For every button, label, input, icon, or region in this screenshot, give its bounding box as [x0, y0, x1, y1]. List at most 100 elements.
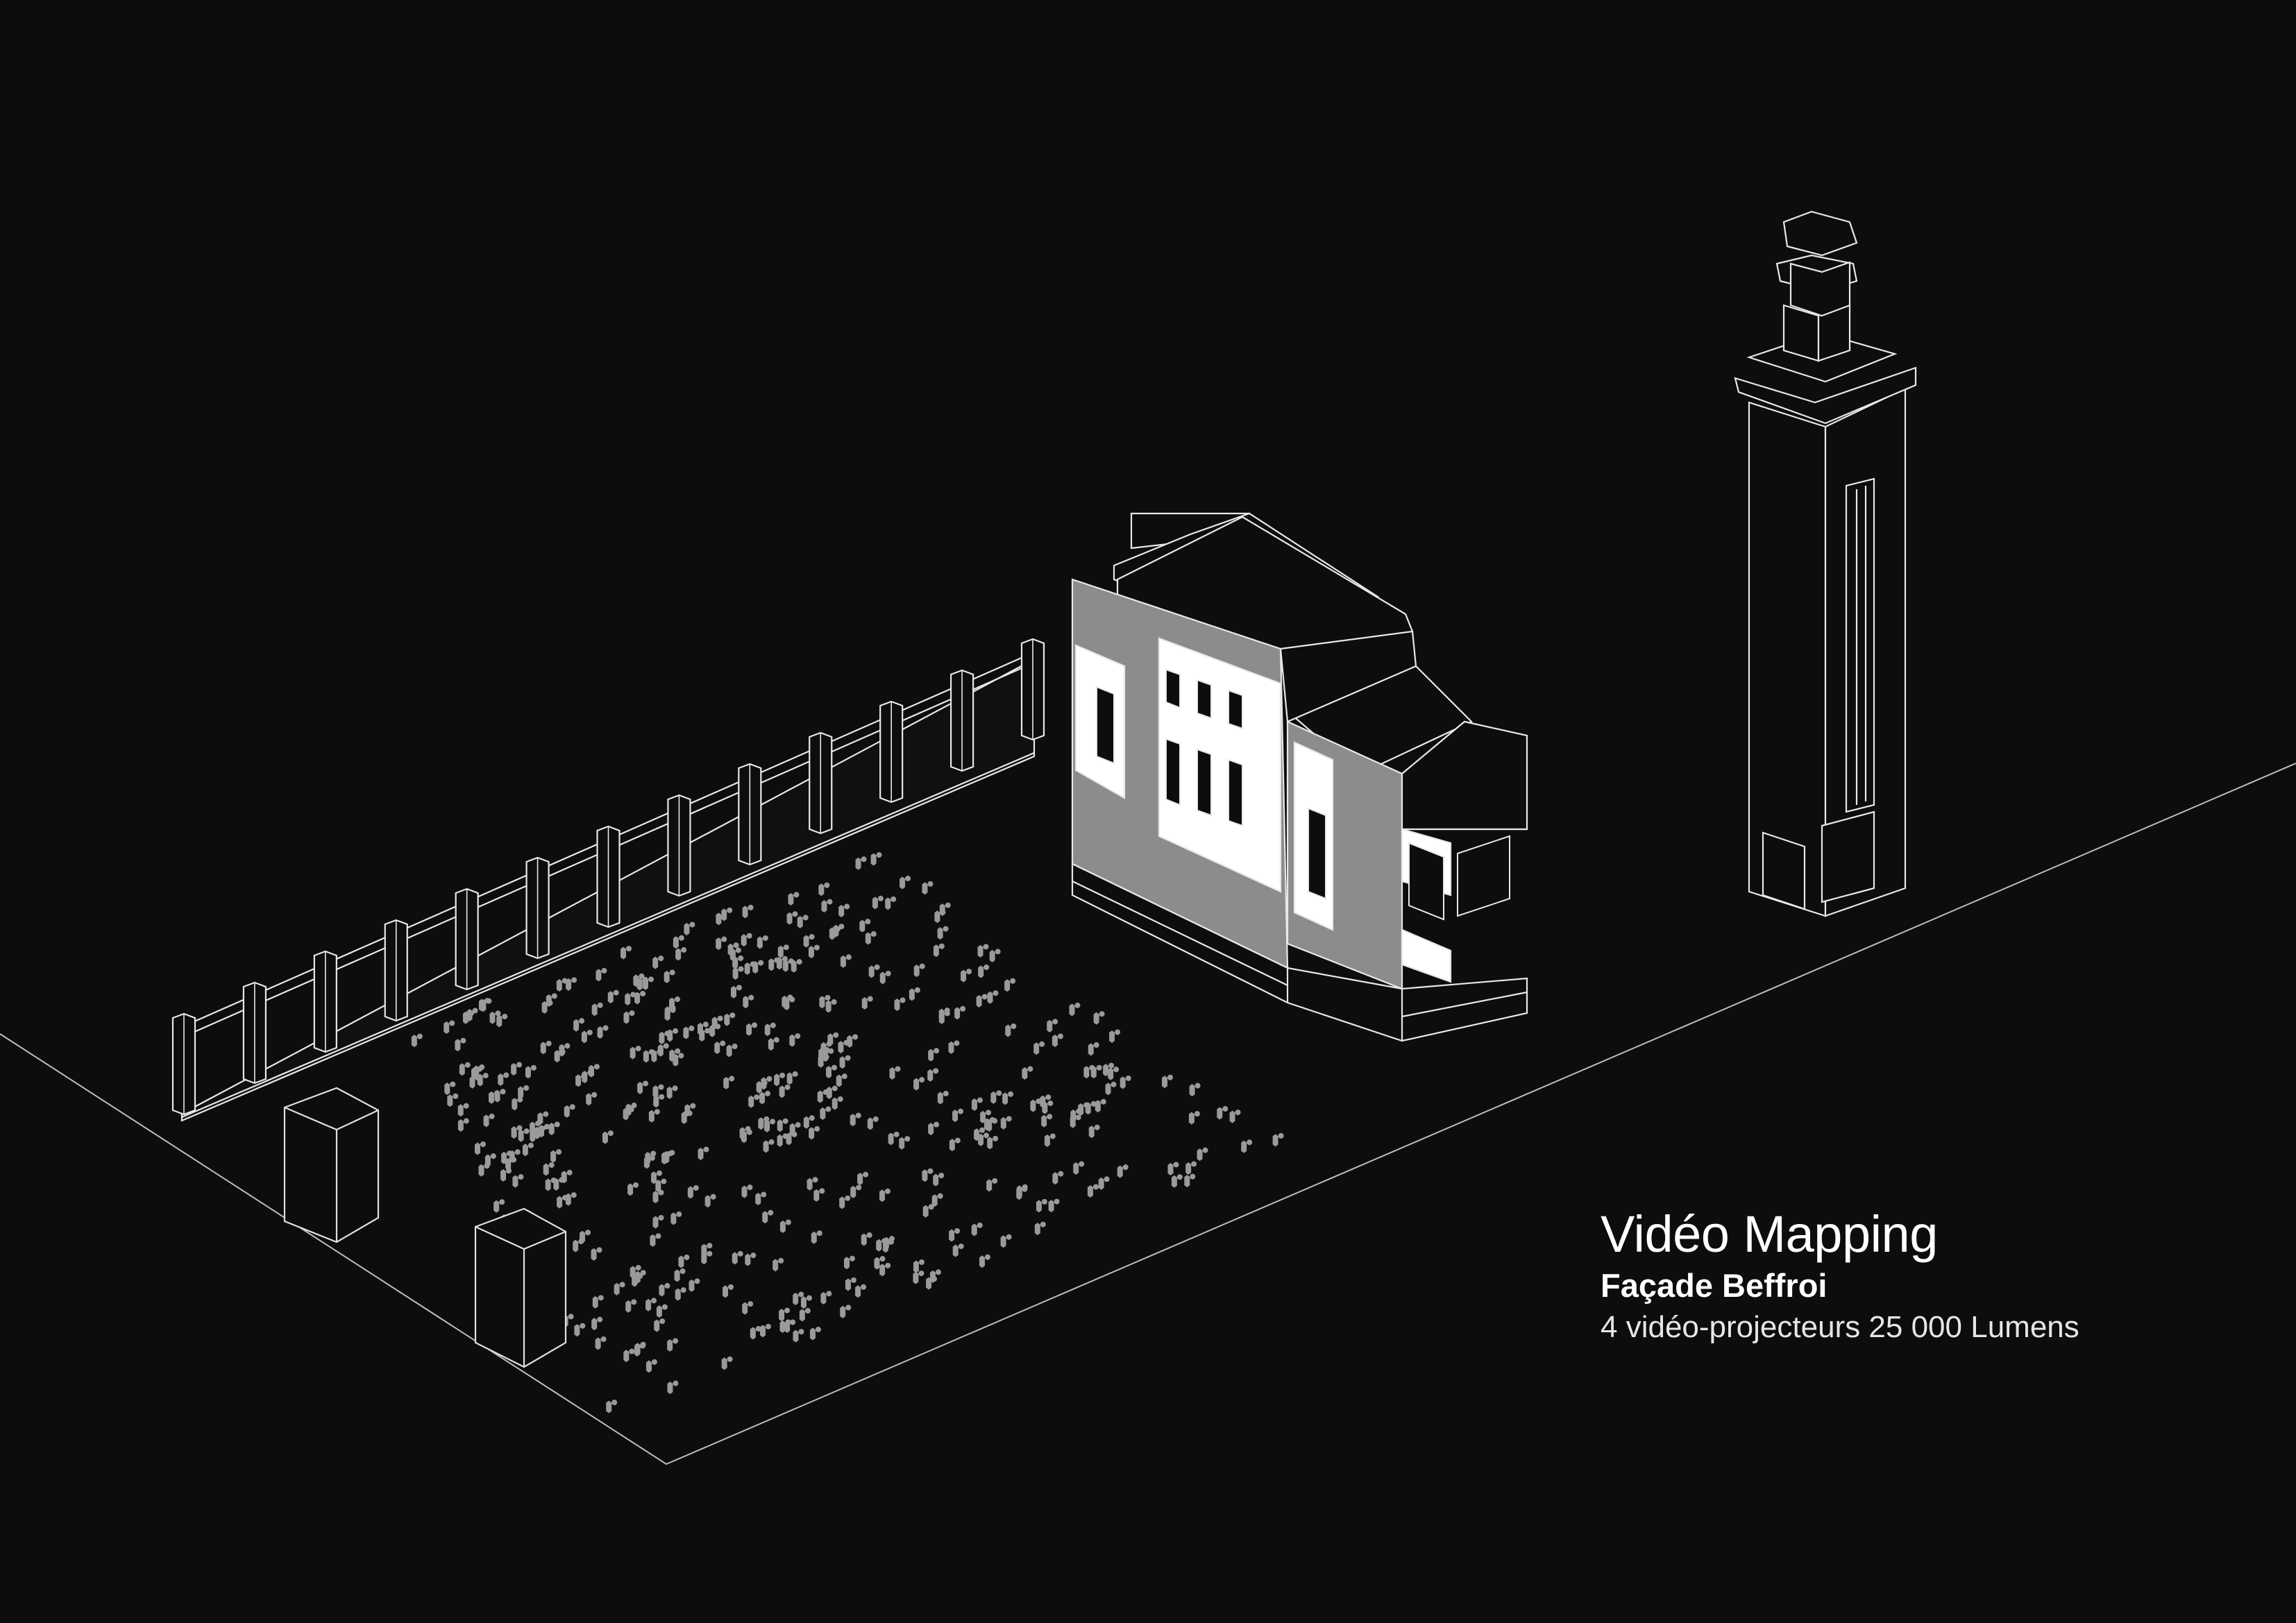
spectator: [732, 1250, 743, 1265]
spectator: [716, 936, 727, 951]
spectator: [1048, 1198, 1060, 1213]
spectator: [819, 994, 831, 1009]
spectator: [670, 1211, 682, 1225]
spectator: [786, 911, 798, 925]
spectator: [575, 1073, 587, 1087]
spectator: [889, 1066, 901, 1080]
legend-spec: 4 vidéo-projecteurs 25 000 Lumens: [1601, 1310, 2079, 1345]
spectator: [512, 1096, 523, 1111]
spectator: [979, 1254, 990, 1268]
spectator: [899, 1136, 911, 1150]
spectator: [659, 1283, 670, 1297]
spectator: [928, 1048, 940, 1062]
spectator: [745, 1252, 757, 1266]
spectator: [469, 1075, 481, 1089]
spectator: [855, 1284, 867, 1298]
spectator: [777, 944, 789, 958]
spectator: [1162, 1074, 1173, 1089]
spectator: [675, 1287, 686, 1301]
spectator: [1041, 1114, 1053, 1128]
spectator: [978, 1132, 990, 1146]
spectator: [566, 977, 577, 991]
legend-title: Vidéo Mapping: [1601, 1205, 1938, 1263]
spectator: [1085, 1101, 1097, 1115]
spectator: [927, 1068, 939, 1082]
spectator: [777, 1133, 788, 1147]
spectator: [803, 1115, 815, 1129]
spectator: [548, 1121, 560, 1135]
spectator: [1016, 1186, 1028, 1200]
spectator: [786, 1131, 797, 1146]
spectator: [636, 976, 648, 991]
spectator: [557, 1195, 568, 1209]
spectator: [913, 1077, 925, 1091]
spectator: [1188, 1111, 1200, 1125]
spectator: [839, 1195, 851, 1209]
spectator: [602, 1130, 614, 1144]
spectator: [645, 1298, 657, 1311]
spectator: [1171, 1174, 1183, 1188]
spectator: [779, 1084, 791, 1098]
spectator: [586, 1091, 598, 1106]
spectator: [606, 1400, 618, 1413]
spectator: [928, 1121, 940, 1136]
spectator: [607, 989, 619, 1004]
spectator: [759, 1323, 771, 1338]
spectator: [1093, 1011, 1105, 1025]
spectator: [748, 1094, 760, 1108]
wall-pillars: [171, 638, 1045, 1116]
spectator: [648, 1109, 660, 1123]
spectator: [768, 957, 780, 971]
spectator: [909, 987, 920, 1001]
spectator: [614, 1282, 625, 1295]
spectator: [755, 1191, 767, 1206]
spectator: [625, 992, 636, 1005]
spectator: [850, 1184, 862, 1198]
spectator: [667, 1028, 679, 1042]
spectator: [683, 1026, 695, 1039]
spectator: [758, 1116, 770, 1130]
spectator: [922, 881, 934, 895]
spectator: [913, 963, 925, 978]
spectator: [986, 1178, 998, 1192]
spectator: [764, 1119, 776, 1132]
spectator: [661, 1150, 673, 1165]
spectator: [984, 1116, 995, 1131]
spectator: [987, 990, 999, 1004]
spectator: [784, 1319, 796, 1334]
spectator: [667, 1338, 679, 1352]
spectator: [1095, 1098, 1106, 1113]
spectator: [789, 1122, 801, 1136]
spectator: [654, 1318, 666, 1332]
spectator: [922, 1204, 934, 1218]
spectator: [990, 1090, 1002, 1104]
legend-subtitle: Façade Beffroi: [1601, 1266, 1827, 1304]
spectator: [1229, 1110, 1241, 1123]
spectator: [669, 1048, 681, 1062]
spectator: [565, 1192, 577, 1206]
spectator: [478, 1163, 490, 1177]
spectator: [788, 892, 800, 906]
spectator: [1070, 1114, 1081, 1128]
spectator: [709, 1023, 721, 1037]
spectator: [673, 1053, 684, 1067]
spectator: [704, 1193, 716, 1208]
spectator: [732, 966, 744, 980]
spectator: [1185, 1161, 1197, 1175]
spectator: [922, 1168, 934, 1182]
spectator: [511, 1125, 523, 1139]
spectator: [803, 934, 815, 948]
spectator: [489, 1010, 501, 1024]
spectator: [595, 1336, 607, 1350]
spectator: [961, 969, 972, 983]
spectator: [546, 993, 557, 1008]
spectator: [807, 1177, 818, 1191]
spectator: [759, 1091, 771, 1105]
spectator: [839, 1055, 851, 1069]
spectator: [762, 1209, 774, 1224]
spectator: [809, 1125, 820, 1140]
spectator: [825, 999, 837, 1013]
spectator: [818, 882, 830, 897]
spectator: [1000, 1116, 1012, 1130]
spectator: [687, 1184, 699, 1199]
